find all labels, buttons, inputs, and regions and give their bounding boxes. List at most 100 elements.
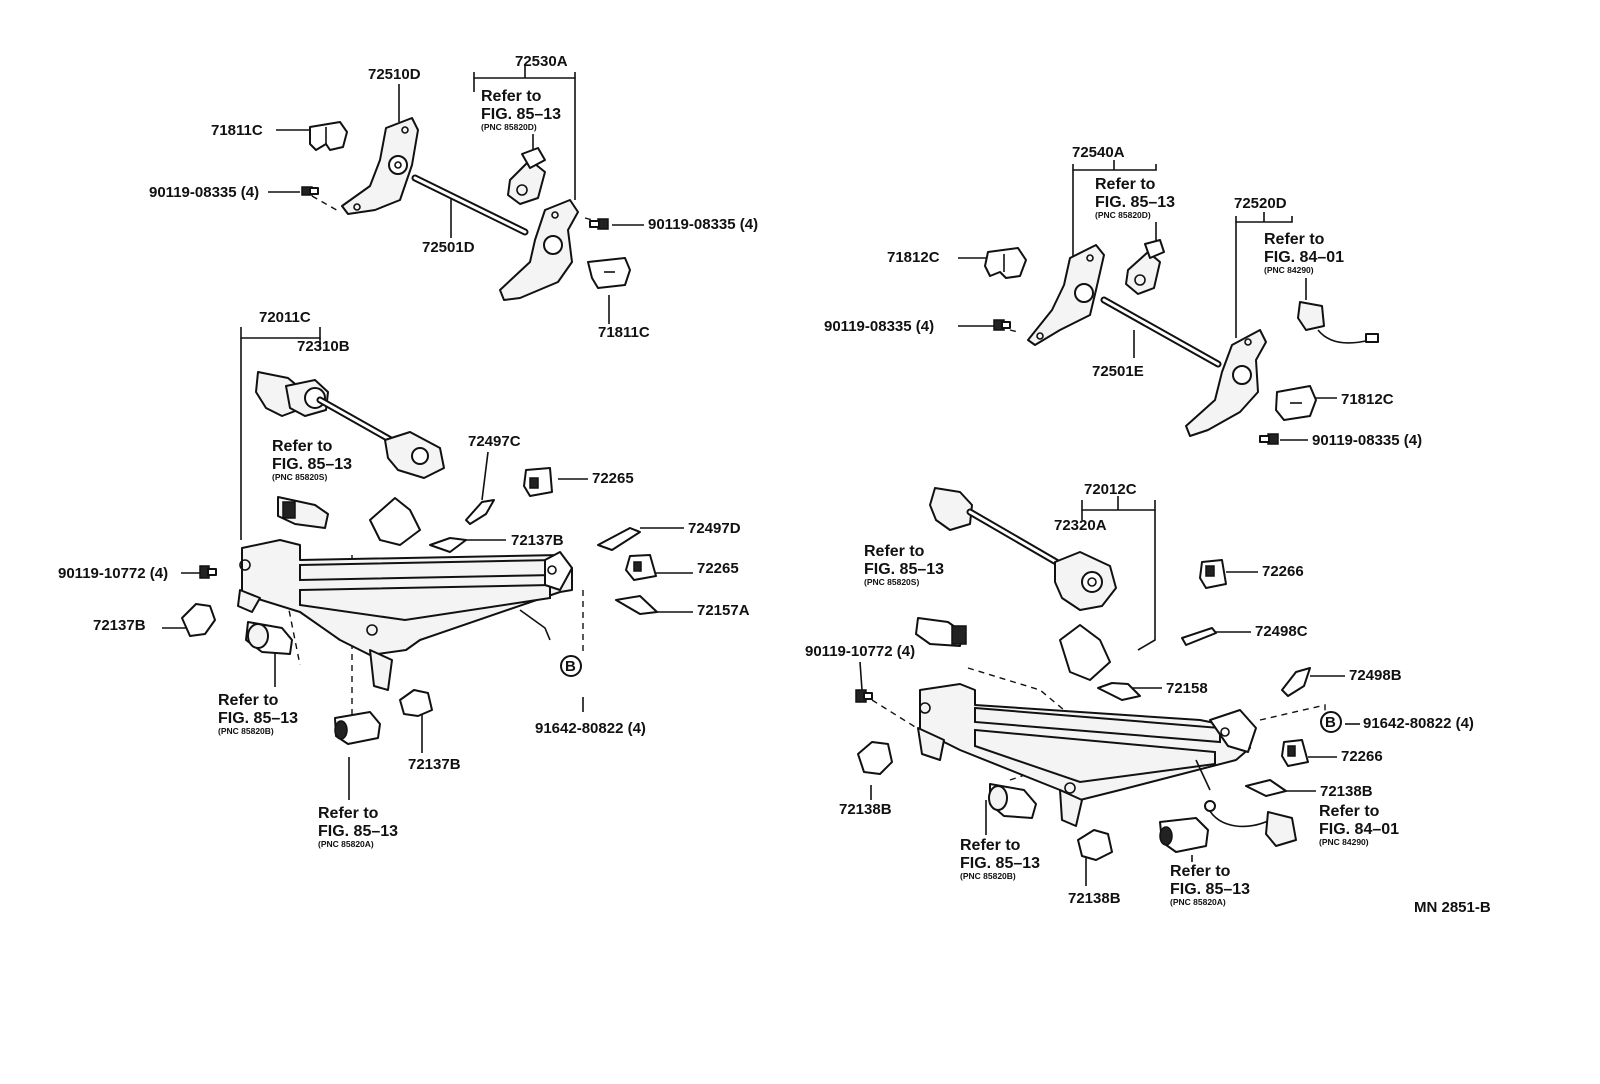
switch-84290 bbox=[1204, 800, 1297, 847]
bolt-90119-08335 bbox=[1259, 433, 1279, 445]
label-72011C: 72011C bbox=[259, 309, 311, 326]
refer-text: Refer to bbox=[864, 543, 925, 560]
refer-note-motor: Refer to FIG. 85–13 (PNC 85820D) bbox=[1095, 176, 1175, 220]
motor-85820S bbox=[915, 617, 967, 647]
label-72137B: 72137B bbox=[511, 532, 564, 549]
pnc-reference: (PNC 84290) bbox=[1319, 837, 1369, 847]
fig-reference: FIG. 85–13 bbox=[318, 823, 398, 840]
label-71811C: 71811C bbox=[598, 324, 650, 341]
refer-note-bottom-a: Refer to FIG. 85–13 (PNC 85820A) bbox=[1170, 863, 1250, 907]
refer-text: Refer to bbox=[318, 805, 379, 822]
adjuster-72320A bbox=[929, 487, 1117, 611]
label-72498B: 72498B bbox=[1349, 667, 1402, 684]
fig-reference: FIG. 85–13 bbox=[960, 855, 1040, 872]
label-72265: 72265 bbox=[592, 470, 634, 487]
marker-letter: B bbox=[1325, 714, 1336, 731]
label-72501D: 72501D bbox=[422, 239, 475, 256]
spring-72497C bbox=[465, 499, 495, 525]
lever-72157A bbox=[615, 595, 658, 615]
link-72137B bbox=[429, 537, 467, 553]
spring-72497D bbox=[597, 527, 641, 551]
motor-85820B bbox=[988, 783, 1037, 819]
refer-note-side: Refer to FIG. 85–13 (PNC 85820S) bbox=[864, 543, 944, 587]
clip-72265 bbox=[523, 467, 553, 497]
bracket-72520D bbox=[1185, 329, 1267, 437]
spring-72498B bbox=[1281, 667, 1311, 697]
drawing-number: MN 2851-B bbox=[1414, 899, 1491, 916]
fig-reference: FIG. 85–13 bbox=[1170, 881, 1250, 898]
marker-letter: B bbox=[565, 658, 576, 675]
reference-marker-b: B bbox=[1320, 711, 1342, 733]
clip-72265 bbox=[625, 554, 657, 581]
cover-71812C bbox=[984, 247, 1027, 279]
assembly-line bbox=[286, 599, 301, 666]
lever-72158 bbox=[1097, 682, 1141, 701]
link-72138B bbox=[857, 741, 893, 775]
frame-72012C bbox=[917, 624, 1257, 827]
label-72012C: 72012C bbox=[1084, 481, 1137, 498]
pnc-reference: (PNC 85820S) bbox=[864, 577, 919, 587]
bolt-90119-08335 bbox=[993, 319, 1011, 331]
cover-71811C bbox=[587, 257, 631, 289]
label-91642-80822: 91642-80822 (4) bbox=[535, 720, 646, 737]
bolt-90119-10772 bbox=[199, 565, 217, 579]
torsion-bar-72501D bbox=[411, 174, 529, 236]
motor-85820A bbox=[1159, 817, 1209, 853]
leader-lines bbox=[859, 160, 1360, 886]
link-72137B bbox=[399, 689, 433, 717]
label-90119-10772: 90119-10772 (4) bbox=[58, 565, 168, 582]
label-72158: 72158 bbox=[1166, 680, 1208, 697]
fig-reference: FIG. 85–13 bbox=[218, 710, 298, 727]
adjuster-72310B bbox=[255, 371, 445, 479]
pnc-reference: (PNC 85820A) bbox=[1170, 897, 1226, 907]
refer-note-side: Refer to FIG. 85–13 (PNC 85820S) bbox=[272, 438, 352, 482]
assembly-line bbox=[1259, 704, 1326, 721]
fig-reference: FIG. 85–13 bbox=[481, 106, 561, 123]
fig-reference: FIG. 85–13 bbox=[864, 561, 944, 578]
label-71812C: 71812C bbox=[887, 249, 940, 266]
bolt-90119-08335 bbox=[589, 218, 609, 230]
refer-note-motor: Refer to FIG. 85–13 (PNC 85820D) bbox=[481, 88, 561, 132]
clip-72266 bbox=[1199, 559, 1227, 589]
refer-note-bottom-a: Refer to FIG. 85–13 (PNC 85820A) bbox=[318, 805, 398, 849]
switch-84290 bbox=[1297, 301, 1379, 344]
motor-85820D bbox=[1125, 239, 1165, 295]
right-seat-adjuster-assembly: 72540A Refer to FIG. 85–13 (PNC 85820D) … bbox=[805, 144, 1474, 907]
motor-85820D bbox=[507, 147, 546, 205]
motor-85820A bbox=[334, 711, 381, 745]
label-72520D: 72520D bbox=[1234, 195, 1287, 212]
cover-71812C bbox=[1275, 385, 1317, 421]
label-72138B: 72138B bbox=[1320, 783, 1373, 800]
reference-marker-b: B bbox=[560, 655, 582, 677]
torsion-bar-72501E bbox=[1100, 296, 1222, 368]
link-72138B bbox=[1245, 779, 1287, 797]
motor-85820S bbox=[277, 496, 329, 529]
label-72138B: 72138B bbox=[839, 801, 892, 818]
label-72266: 72266 bbox=[1341, 748, 1383, 765]
leader-lines bbox=[162, 66, 693, 800]
label-72498C: 72498C bbox=[1255, 623, 1308, 640]
label-90119-08335: 90119-08335 (4) bbox=[1312, 432, 1422, 449]
label-72137B: 72137B bbox=[93, 617, 146, 634]
fig-reference: FIG. 85–13 bbox=[272, 456, 352, 473]
label-90119-08335: 90119-08335 (4) bbox=[824, 318, 934, 335]
label-72497D: 72497D bbox=[688, 520, 741, 537]
bracket-72540A bbox=[1027, 244, 1105, 346]
assembly-line bbox=[871, 699, 921, 731]
assembly-line bbox=[311, 195, 341, 213]
refer-text: Refer to bbox=[1264, 231, 1325, 248]
label-91642-80822: 91642-80822 (4) bbox=[1363, 715, 1474, 732]
left-seat-adjuster-assembly: 72510D 72530A 71811C 90119-08335 (4) 901… bbox=[58, 53, 758, 849]
refer-note-bottom-b: Refer to FIG. 85–13 (PNC 85820B) bbox=[218, 692, 298, 736]
label-90119-10772: 90119-10772 (4) bbox=[805, 643, 915, 660]
frame-72011C bbox=[237, 497, 573, 691]
label-72540A: 72540A bbox=[1072, 144, 1125, 161]
refer-note-switch: Refer to FIG. 84–01 (PNC 84290) bbox=[1264, 231, 1344, 275]
bolt-90119-08335 bbox=[301, 186, 319, 196]
label-71812C: 71812C bbox=[1341, 391, 1394, 408]
label-71811C: 71811C bbox=[211, 122, 263, 139]
refer-text: Refer to bbox=[1319, 803, 1380, 820]
label-72266: 72266 bbox=[1262, 563, 1304, 580]
bracket-72510D bbox=[341, 117, 419, 215]
